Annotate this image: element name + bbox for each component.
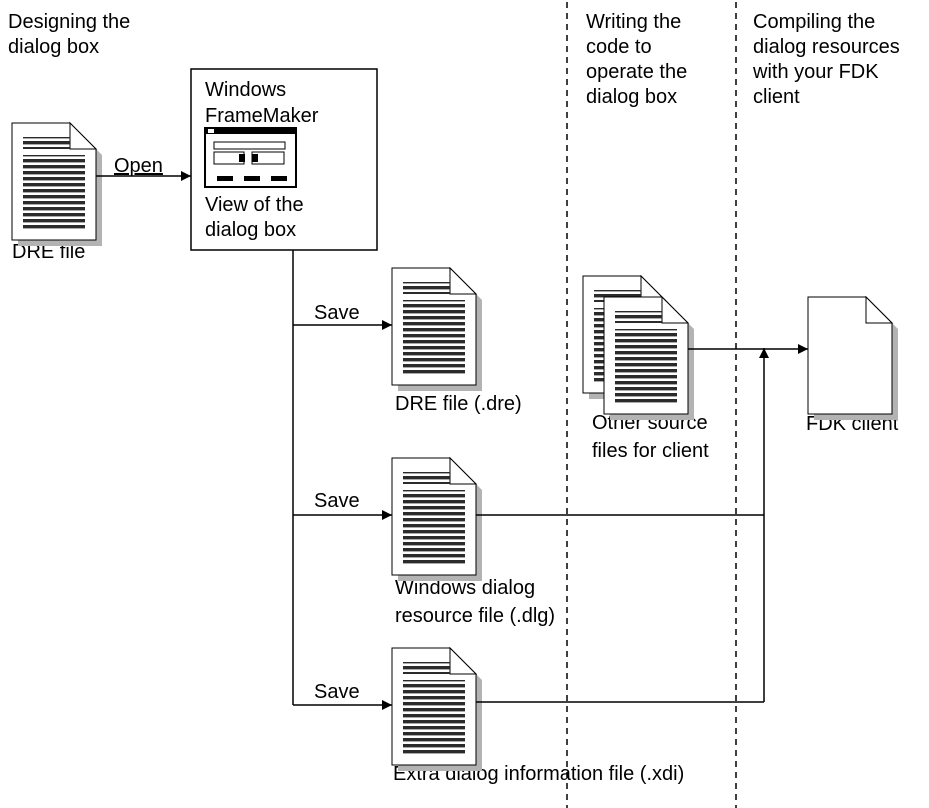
heading-code-line-2: code to bbox=[586, 36, 652, 58]
framemaker-box bbox=[190, 68, 378, 251]
heading-code-line-1: Writing the bbox=[586, 11, 682, 33]
heading-compile-line-3: with your FDK bbox=[753, 61, 879, 83]
fdk-client-document-icon bbox=[807, 295, 898, 420]
source-file-document-icon-front bbox=[603, 296, 695, 421]
dialog-resource-document-icon bbox=[391, 457, 483, 582]
heading-code-line-3: operate the bbox=[586, 61, 688, 83]
heading-design-line-2: dialog box bbox=[8, 36, 100, 58]
edge-label-open: Open bbox=[114, 155, 163, 177]
app-box-caption-line-1: View of the bbox=[205, 194, 304, 216]
heading-compile-line-1: Compiling the bbox=[753, 11, 876, 33]
xdi-document-icon bbox=[391, 647, 483, 772]
heading-compile-line-4: client bbox=[753, 86, 800, 108]
dialog-resource-label-line-2: resource file (.dlg) bbox=[395, 605, 556, 627]
dre-input-document-icon bbox=[11, 122, 103, 247]
edge-label-save-1: Save bbox=[314, 302, 360, 324]
heading-compile-line-2: dialog resources bbox=[753, 36, 900, 58]
app-box-title-line-1: Windows bbox=[205, 79, 287, 101]
heading-design-line-1: Designing the bbox=[8, 11, 131, 33]
dre-input-label: DRE file bbox=[12, 241, 86, 263]
edge-label-save-2: Save bbox=[314, 490, 360, 512]
source-files-label-line-2: files for client bbox=[592, 440, 709, 462]
app-box-title-line-2: FrameMaker bbox=[205, 105, 319, 127]
dialog-resource-label-line-1: Windows dialog bbox=[395, 577, 536, 599]
edge-label-save-3: Save bbox=[314, 681, 360, 703]
dre-output-label: DRE file (.dre) bbox=[395, 393, 522, 415]
app-box-caption-line-2: dialog box bbox=[205, 219, 297, 241]
heading-code-line-4: dialog box bbox=[586, 86, 678, 108]
dre-output-document-icon bbox=[391, 267, 483, 392]
dialog-window-icon bbox=[204, 127, 297, 188]
